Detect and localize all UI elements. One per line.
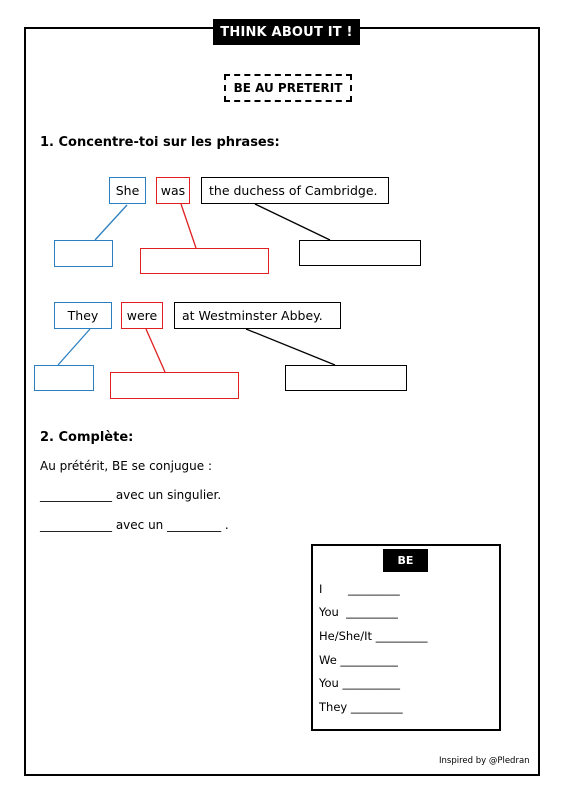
conjugation-row-we[interactable]: We __________: [319, 653, 398, 667]
fill-line-plural[interactable]: ____________ avec un _________ .: [40, 518, 229, 532]
answer-box-subject-2[interactable]: [34, 365, 94, 391]
conjugation-row-they[interactable]: They _________: [319, 700, 403, 714]
conjugation-table-title: BE: [383, 549, 428, 572]
credit-text: Inspired by @Pledran: [439, 756, 530, 766]
conjugation-table: [311, 544, 501, 731]
subject-she: She: [109, 177, 146, 204]
verb-were: were: [121, 302, 163, 329]
worksheet-subtitle: BE AU PRETERIT: [224, 74, 352, 102]
answer-box-verb-2[interactable]: [110, 372, 239, 399]
conjugation-row-you[interactable]: You _________: [319, 605, 398, 619]
worksheet-banner: THINK ABOUT IT !: [213, 19, 360, 45]
intro-text: Au prétérit, BE se conjugue :: [40, 459, 213, 473]
answer-box-complement-1[interactable]: [299, 240, 421, 266]
conjugation-row-i[interactable]: I _________: [319, 582, 400, 596]
section-2-heading: 2. Complète:: [40, 430, 134, 445]
verb-was: was: [156, 177, 190, 204]
fill-line-singular[interactable]: ____________ avec un singulier.: [40, 488, 222, 502]
conjugation-row-he-she-it[interactable]: He/She/It _________: [319, 629, 428, 643]
answer-box-verb-1[interactable]: [140, 248, 269, 274]
complement-2: at Westminster Abbey.: [174, 302, 341, 329]
conjugation-row-you-plural[interactable]: You __________: [319, 676, 400, 690]
answer-box-subject-1[interactable]: [54, 240, 113, 267]
complement-1: the duchess of Cambridge.: [201, 177, 389, 204]
subject-they: They: [54, 302, 112, 329]
section-1-heading: 1. Concentre-toi sur les phrases:: [40, 135, 280, 150]
answer-box-complement-2[interactable]: [285, 365, 407, 391]
